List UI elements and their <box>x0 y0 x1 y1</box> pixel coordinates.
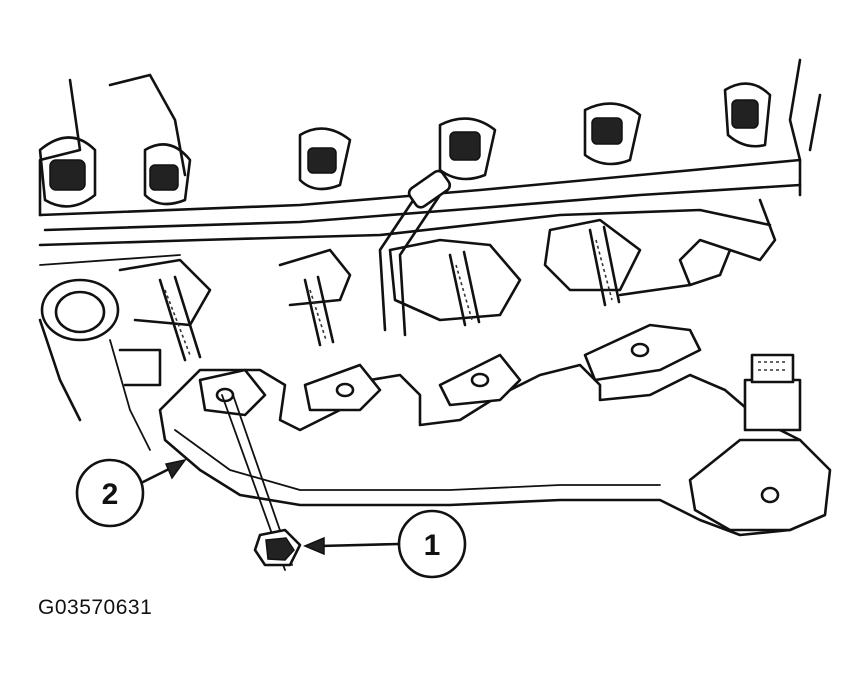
figure-code: G03570631 <box>38 596 153 619</box>
dipstick-tube <box>378 169 452 337</box>
manifold-nut <box>221 391 302 571</box>
coil-boss-1 <box>38 136 97 208</box>
manifold-studs <box>158 225 621 362</box>
cylinder-head <box>38 58 822 451</box>
callout-2: 2 <box>75 458 187 528</box>
exhaust-ports <box>40 218 642 342</box>
exhaust-manifold <box>158 323 832 537</box>
coil-boss-2 <box>143 143 192 206</box>
coil-boss-5 <box>583 102 642 166</box>
coil-boss-6 <box>723 82 772 148</box>
callout-1-label: 1 <box>424 529 441 562</box>
callout-1: 1 <box>303 509 467 579</box>
coil-boss-3 <box>298 127 352 191</box>
callout-2-label: 2 <box>102 478 119 511</box>
coil-boss-4 <box>438 117 497 181</box>
